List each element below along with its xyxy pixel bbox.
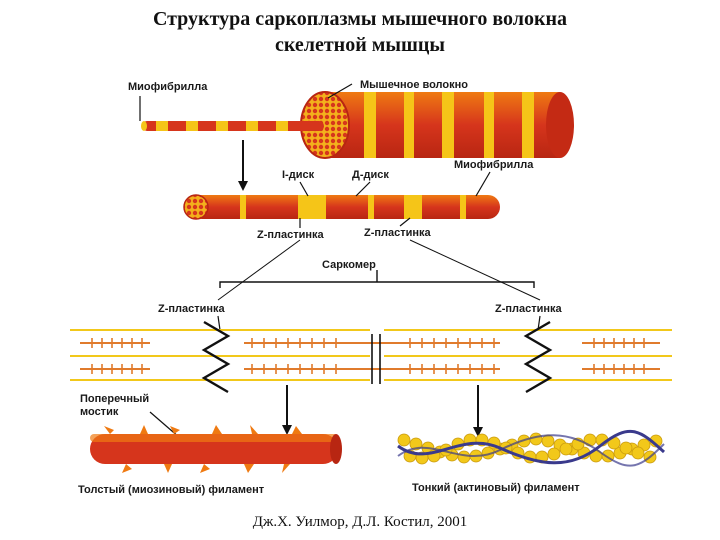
cross-bridge-label-line-2: мостик [80,406,119,418]
myofibril-strand [141,121,324,131]
actin-filaments [70,329,672,381]
myofibril-label-right: Миофибрилла [454,159,534,171]
d-disc-label: Д-диск [352,169,389,181]
z-plate-label-2: Z-пластинка [364,227,432,239]
myofibril-label-top: Миофибрилла [128,81,208,93]
thin-filament [397,429,666,467]
z-disc-left [201,320,231,394]
title-line-1: Структура саркоплазмы мышечного волокна [152,8,568,30]
muscle-fiber-label: Мышечное волокно [360,79,468,91]
z-plate-label-right: Z-пластинка [495,303,563,315]
page-title: Структура саркоплазмы мышечного волокна … [0,6,720,58]
title-line-2: скелетной мышцы [274,34,445,56]
sarcomere-label: Саркомер [322,259,376,271]
myosin-heads [91,338,645,374]
thin-filament-label: Тонкий (актиновый) филамент [412,482,580,494]
z-plate-label-left: Z-пластинка [158,303,226,315]
sarcomere-bracket [219,270,535,288]
i-disc-label: I-диск [282,169,315,181]
thick-filament [90,425,342,473]
z-disc-right [523,320,553,394]
cross-bridge-label-line-1: Поперечный [80,393,149,405]
z-plate-label-1: Z-пластинка [257,229,325,241]
myofibril [183,194,500,220]
muscle-fiber [300,91,574,159]
m-line [371,334,381,384]
source-credit: Дж.Х. Уилмор, Д.Л. Костил, 2001 [252,514,468,530]
thick-filament-label: Толстый (миозиновый) филамент [78,484,265,496]
